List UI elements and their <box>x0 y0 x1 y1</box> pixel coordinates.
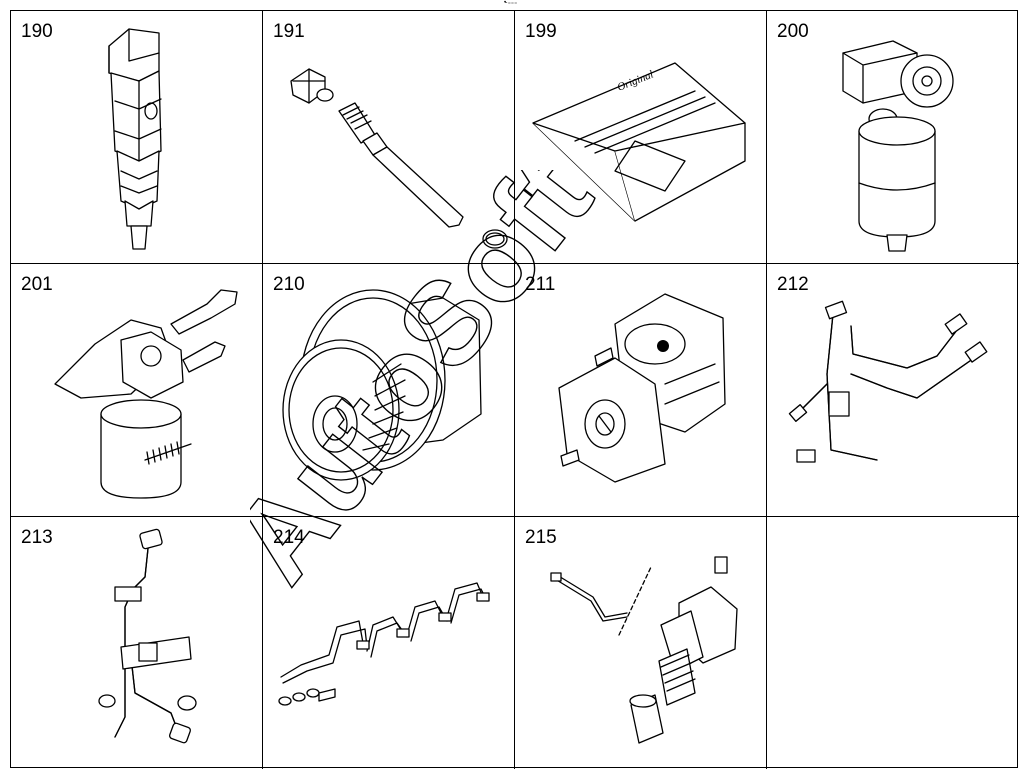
repair-kit-box-icon: Original <box>532 62 746 222</box>
part-cell-201[interactable]: 201 <box>11 264 263 517</box>
part-cell-212[interactable]: 212 <box>767 264 1019 517</box>
part-cell-199[interactable]: 199 Original <box>515 11 767 264</box>
injector-nozzle-icon <box>290 68 508 249</box>
gear-pump-icon <box>282 289 482 481</box>
fuel-filter-icon <box>842 40 954 252</box>
part-number: 201 <box>21 274 53 295</box>
injection-lines-icon <box>278 582 490 706</box>
part-cell-190[interactable]: 190 <box>11 11 263 264</box>
part-number: 210 <box>273 274 305 295</box>
injector-icon <box>108 28 162 250</box>
parts-grid: 190 191 199 <box>10 10 1019 769</box>
part-cell-210[interactable]: 210 <box>263 264 515 517</box>
part-cell-191[interactable]: 191 <box>263 11 515 264</box>
part-cell-empty <box>767 517 1019 769</box>
part-number: 200 <box>777 21 809 42</box>
part-cell-211[interactable]: 211 <box>515 264 767 517</box>
part-number: 213 <box>21 527 53 548</box>
fuel-pipe-bracket-icon <box>98 528 197 744</box>
part-number: 215 <box>525 527 557 548</box>
part-cell-200[interactable]: 200 <box>767 11 1019 264</box>
fuel-filter-housing-icon <box>54 289 238 499</box>
part-cell-213[interactable]: 213 <box>11 517 263 769</box>
part-cell-214[interactable]: 214 <box>263 517 515 769</box>
part-number: 190 <box>21 21 53 42</box>
fuel-pump-icon <box>558 293 726 483</box>
part-number: 199 <box>525 21 557 42</box>
part-cell-215[interactable]: 215 <box>515 517 767 769</box>
unit-pump-icon <box>550 556 738 744</box>
part-number: 212 <box>777 274 809 295</box>
part-number: 214 <box>273 527 305 548</box>
fuel-line-assembly-icon <box>788 300 988 463</box>
part-number: 191 <box>273 21 305 42</box>
part-number: 211 <box>525 274 556 295</box>
header-mark: •̴ ₌₌₌ <box>504 0 518 6</box>
